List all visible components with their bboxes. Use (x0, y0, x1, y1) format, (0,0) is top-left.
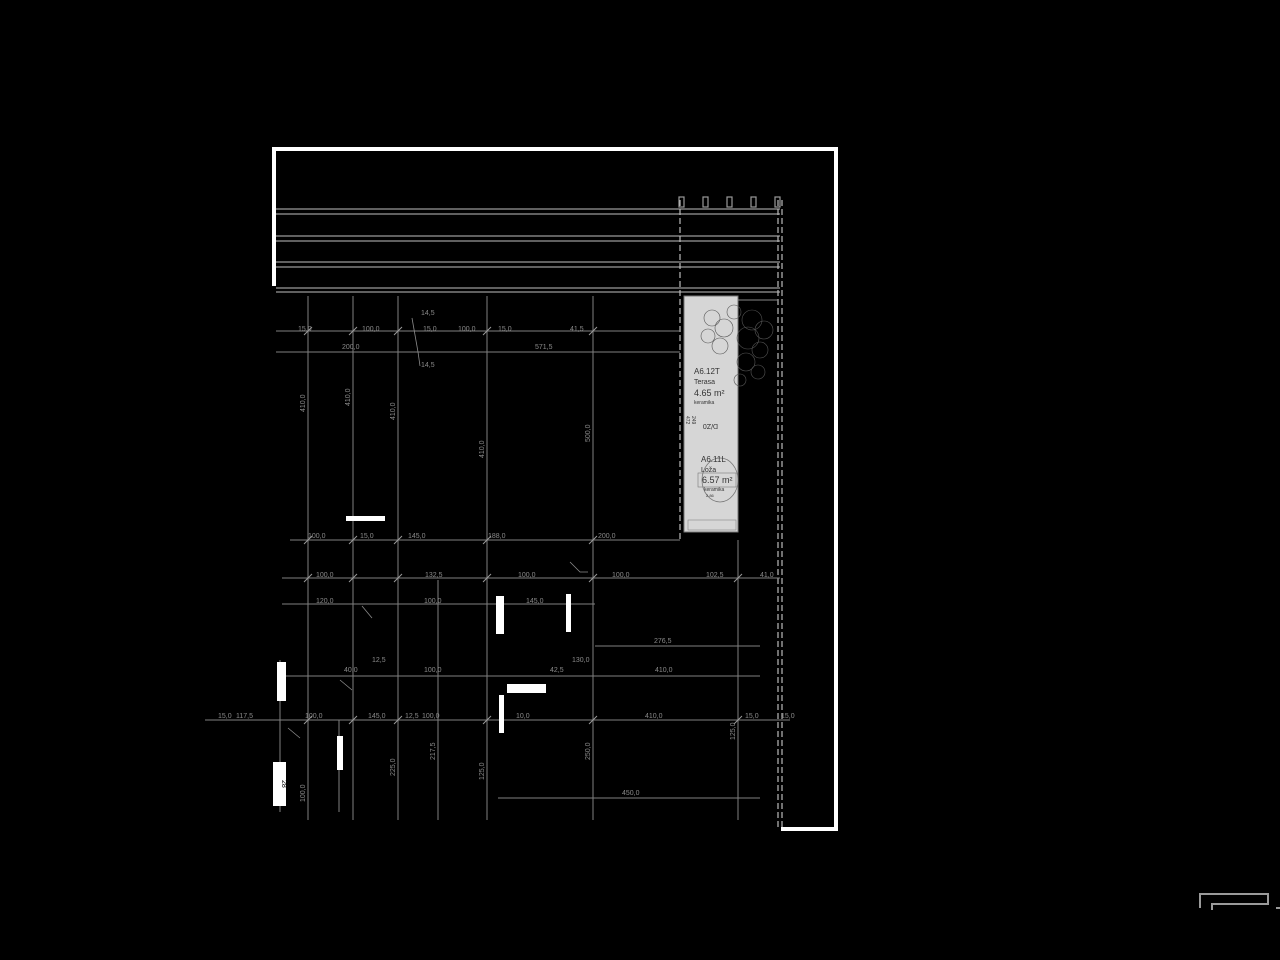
dim-label: 100,0 (424, 667, 442, 674)
dim-labels: 15,0 100,0 15,0 100,0 15,0 41,5 200,0 57… (218, 310, 795, 802)
dim-label: 217,5 (430, 742, 437, 760)
dim-label: 102,5 (706, 572, 724, 579)
dim-label: 14,5 (421, 310, 435, 317)
dim-label: 125,0 (730, 722, 737, 740)
dim-label: 410,0 (479, 440, 486, 458)
dim-label: 250,0 (585, 742, 592, 760)
dim-label: 15,0 (423, 326, 437, 333)
corner-logo-mark (1199, 893, 1280, 910)
dim-label: 120,0 (316, 598, 334, 605)
dim-label: 200,0 (598, 533, 616, 540)
dim-label: 42,5 (550, 667, 564, 674)
dim-label: 188,0 (488, 533, 506, 540)
planting-symbol (700, 304, 774, 387)
dim-label: 276,5 (654, 638, 672, 645)
dim-label: 225,0 (390, 758, 397, 776)
dim-label: 200,0 (342, 344, 360, 351)
dim-label: 500,0 (585, 424, 592, 442)
dim-label: 145,0 (368, 713, 386, 720)
dim-label: 10,0 (516, 713, 530, 720)
dim-label: 117,5 (236, 713, 253, 720)
dim-label: 410,0 (645, 713, 663, 720)
dim-label: 15,0 (498, 326, 512, 333)
dim-label: 100,0 (308, 533, 326, 540)
room-finish: keramika (704, 487, 725, 493)
dim-label: 41,0 (760, 572, 774, 579)
dim-label: 100,0 (424, 598, 442, 605)
horizontal-dim-lines (205, 330, 790, 799)
room-area: 4.65 m² (694, 388, 725, 398)
dim-label: 15,0 (745, 713, 759, 720)
dim-label: 100,0 (316, 572, 334, 579)
dim-label: 100,0 (422, 713, 440, 720)
dim-label: 145,0 (526, 598, 544, 605)
leader-lines (287, 317, 588, 739)
door-mark-small-1: 249 (690, 416, 696, 425)
vertical-dim-lines (279, 296, 739, 820)
dim-label: 410,0 (655, 667, 673, 674)
door-mark-small-2: 472 (684, 416, 690, 425)
dim-label: 100,0 (305, 713, 323, 720)
dim-label: 100,0 (518, 572, 536, 579)
wall-blocks (273, 516, 571, 806)
dim-label: 15,0 (298, 326, 312, 333)
dim-label: 41,5 (570, 326, 584, 333)
dim-label: 100,0 (300, 784, 307, 802)
room-name: Terasa (694, 379, 715, 386)
dim-label: 15,0 (360, 533, 374, 540)
side-tag-1: 28 (280, 780, 287, 788)
grid-ticks-top (678, 196, 781, 208)
dim-label: 145,0 (408, 533, 426, 540)
room-code: A6.12T (694, 367, 720, 376)
dim-label: 130,0 (572, 657, 590, 664)
dim-label: 100,0 (612, 572, 630, 579)
side-tag-2: D/Z2 (288, 786, 295, 801)
dim-label: 410,0 (345, 388, 352, 406)
facade-line (679, 200, 783, 828)
room-area: 6.57 m² (702, 475, 733, 485)
dim-label: 12,5 (405, 713, 419, 720)
dim-label: 410,0 (300, 394, 307, 412)
grid-lines-top (276, 208, 780, 293)
dim-label: 132,5 (425, 572, 443, 579)
room-finish: keramika (694, 400, 715, 406)
room-name: Loža (701, 467, 716, 474)
dim-label: 100,0 (458, 326, 476, 333)
dim-label: 450,0 (622, 790, 640, 797)
plan-frame (272, 147, 838, 831)
dim-label: 14,5 (421, 362, 435, 369)
terrace-block: A6.12T Terasa 4.65 m² keramika D/Z0 249 … (683, 295, 778, 533)
dim-label: 15,0 (218, 713, 232, 720)
dim-label: 40,0 (344, 667, 358, 674)
dim-label: 571,5 (535, 344, 553, 351)
dim-ticks (303, 326, 743, 725)
dim-label: 410,0 (390, 402, 397, 420)
dim-label: 12,5 (372, 657, 386, 664)
dim-label: 15,0 (781, 713, 795, 720)
dim-label: 125,0 (479, 762, 486, 780)
room-code: A6.11L (701, 455, 726, 464)
room-note: 2.86 (706, 493, 715, 498)
door-mark: D/Z0 (703, 422, 718, 429)
dim-label: 100,0 (362, 326, 380, 333)
